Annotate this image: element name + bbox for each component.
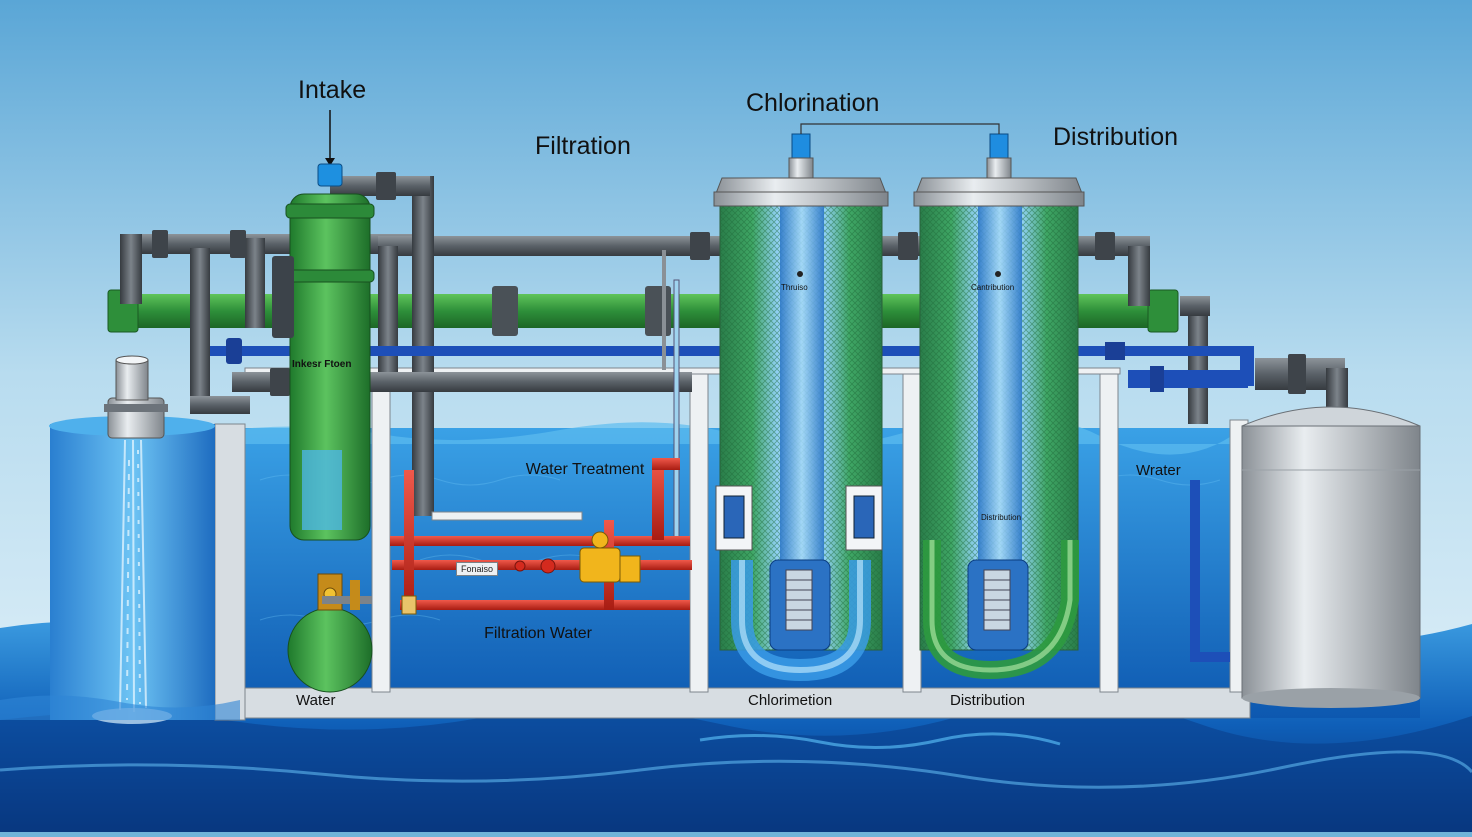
label-chlorination: Chlorination bbox=[746, 89, 880, 117]
label-water-left: Water bbox=[296, 692, 336, 709]
label-tank2: Cantribution bbox=[971, 283, 1015, 292]
label-bottom-distribution: Distribution bbox=[950, 692, 1026, 709]
gray-pipe-network bbox=[120, 172, 1348, 516]
label-tank2-lower: Distribution bbox=[981, 513, 1022, 522]
label-filtration: Filtration bbox=[535, 132, 631, 160]
label-distribution: Distribution bbox=[1053, 123, 1179, 151]
label-tank1: Thruiso bbox=[781, 283, 808, 292]
label-filtration-water: Filtration Water bbox=[484, 625, 592, 642]
basin-left-wall bbox=[214, 423, 246, 721]
chlorination-column-2 bbox=[913, 133, 1085, 680]
intake-valve-icon bbox=[317, 163, 343, 187]
label-water-right: Wrater bbox=[1136, 462, 1181, 479]
filter-vessel bbox=[272, 193, 375, 541]
label-intake-flow: Inkesr Ftoen bbox=[292, 359, 352, 370]
chlorination-column-1 bbox=[713, 133, 889, 682]
distribution-tank bbox=[1241, 406, 1421, 708]
intake-stream bbox=[119, 439, 147, 713]
label-water-treatment: Water Treatment bbox=[525, 461, 645, 478]
sea-waves bbox=[0, 700, 1472, 832]
intake-pump-icon bbox=[115, 359, 149, 401]
basin-floor bbox=[244, 687, 1251, 719]
red-pipe-network bbox=[390, 458, 692, 615]
pressure-tank bbox=[287, 607, 373, 693]
label-bottom-chlorination: Chlorimetion bbox=[748, 692, 833, 709]
label-intake: Intake bbox=[298, 76, 367, 104]
pump-tag: Fonaiso bbox=[456, 562, 499, 576]
